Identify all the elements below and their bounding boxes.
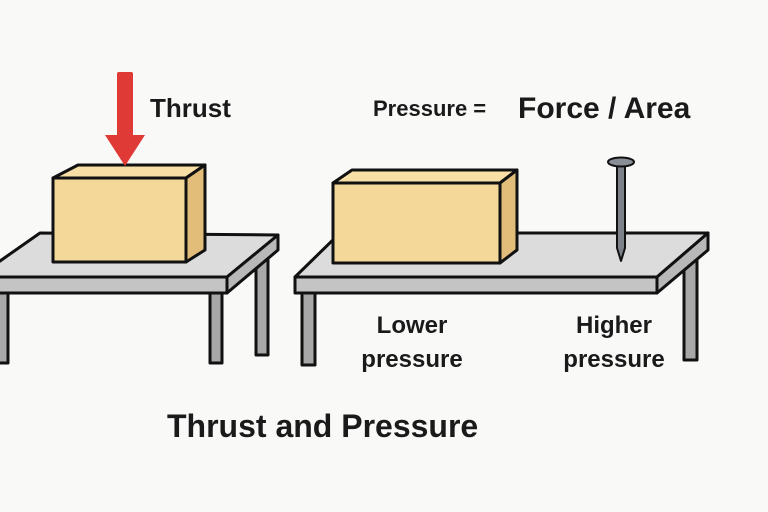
higher-pressure-label-line2: pressure	[563, 346, 664, 373]
thrust-label: Thrust	[150, 93, 231, 123]
left-table-leg-front-right	[208, 291, 224, 365]
formula-lhs: Pressure =	[373, 96, 486, 121]
left-box	[51, 163, 207, 264]
left-table-leg-front-left	[0, 291, 10, 365]
formula-rhs: Force / Area	[518, 92, 691, 125]
left-box-side	[184, 163, 207, 264]
diagram-title: Thrust and Pressure	[167, 408, 478, 444]
right-box-top	[331, 168, 519, 185]
nail-icon	[607, 156, 635, 262]
right-table-front-edge	[293, 275, 659, 295]
right-box-side	[498, 168, 519, 265]
left-box-top	[51, 163, 207, 180]
lower-pressure-label-line2: pressure	[361, 346, 462, 373]
left-table-front-edge	[0, 275, 229, 295]
left-table-side-edge	[225, 233, 280, 295]
right-table-side-edge	[655, 231, 710, 295]
right-table-leg-front-left	[300, 291, 317, 367]
thrust-arrow-icon	[105, 72, 145, 166]
lower-pressure-label-line1: Lower	[377, 312, 448, 339]
right-box	[331, 168, 519, 265]
left-box-front	[51, 176, 188, 264]
higher-pressure-label-line1: Higher	[576, 312, 652, 339]
right-box-front	[331, 181, 502, 265]
left-table	[0, 231, 280, 365]
